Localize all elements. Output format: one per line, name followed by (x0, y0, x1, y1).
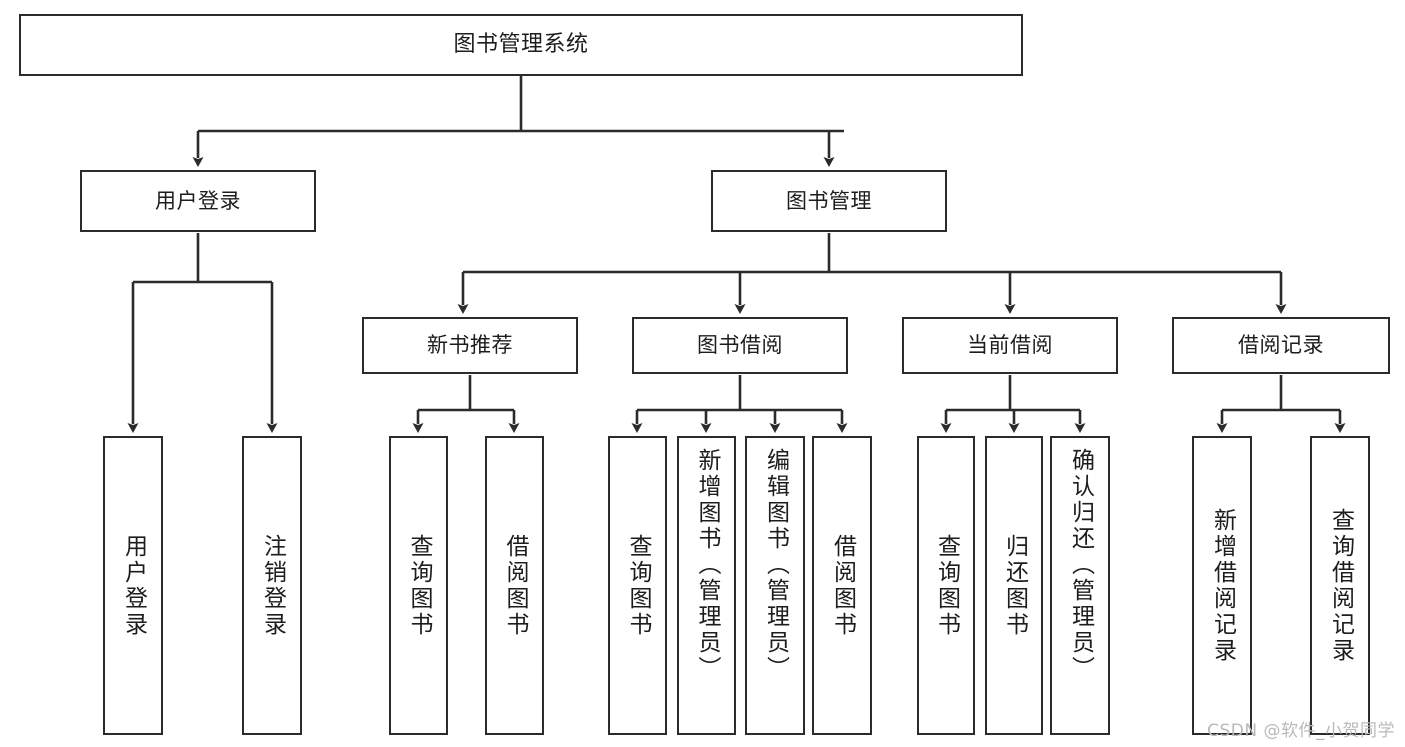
leaf-return-book-label: 归还图书 (1001, 533, 1028, 638)
leaf-add-book-label: 新增图书（管理员） (694, 448, 720, 682)
leaf-confirm-return[interactable]: 确认归还（管理员） (1050, 436, 1110, 735)
leaf-user-logout[interactable]: 注销登录 (242, 436, 302, 735)
node-root-label: 图书管理系统 (453, 32, 589, 58)
node-book-borrow[interactable]: 图书借阅 (632, 317, 848, 374)
leaf-query-record-label: 查询借阅记录 (1327, 507, 1354, 664)
leaf-edit-book[interactable]: 编辑图书（管理员） (745, 436, 805, 735)
leaf-borrow-book-2[interactable]: 借阅图书 (812, 436, 872, 735)
leaf-confirm-return-label: 确认归还（管理员） (1067, 448, 1094, 682)
leaf-user-logout-label: 注销登录 (259, 533, 286, 638)
node-book-borrow-label: 图书借阅 (697, 333, 783, 358)
leaf-query-book-3-label: 查询图书 (933, 533, 960, 638)
leaf-query-book-1-label: 查询图书 (406, 533, 432, 638)
leaf-return-book[interactable]: 归还图书 (985, 436, 1043, 735)
leaf-borrow-book-2-label: 借阅图书 (829, 533, 856, 638)
leaf-query-book-1[interactable]: 查询图书 (389, 436, 448, 735)
leaf-query-record[interactable]: 查询借阅记录 (1310, 436, 1370, 735)
node-borrow-record[interactable]: 借阅记录 (1172, 317, 1390, 374)
node-book-manage-label: 图书管理 (786, 188, 872, 213)
node-current-borrow[interactable]: 当前借阅 (902, 317, 1118, 374)
leaf-add-record[interactable]: 新增借阅记录 (1192, 436, 1252, 735)
leaf-add-record-label: 新增借阅记录 (1209, 507, 1236, 664)
leaf-query-book-2[interactable]: 查询图书 (608, 436, 667, 735)
node-current-borrow-label: 当前借阅 (967, 333, 1053, 358)
node-borrow-record-label: 借阅记录 (1238, 333, 1324, 358)
leaf-query-book-2-label: 查询图书 (625, 533, 651, 638)
leaf-user-login-label: 用户登录 (120, 533, 147, 638)
node-user-login-label: 用户登录 (155, 188, 241, 213)
leaf-user-login[interactable]: 用户登录 (103, 436, 163, 735)
node-book-manage[interactable]: 图书管理 (711, 170, 947, 232)
leaf-borrow-book-1[interactable]: 借阅图书 (485, 436, 544, 735)
leaf-edit-book-label: 编辑图书（管理员） (762, 448, 789, 682)
node-root[interactable]: 图书管理系统 (19, 14, 1023, 76)
node-new-book-recommend-label: 新书推荐 (427, 333, 513, 358)
leaf-add-book[interactable]: 新增图书（管理员） (677, 436, 736, 735)
node-user-login[interactable]: 用户登录 (80, 170, 316, 232)
leaf-borrow-book-1-label: 借阅图书 (502, 533, 528, 638)
node-new-book-recommend[interactable]: 新书推荐 (362, 317, 578, 374)
watermark-text: CSDN @软件_小贺同学 (1207, 721, 1395, 741)
leaf-query-book-3[interactable]: 查询图书 (917, 436, 975, 735)
